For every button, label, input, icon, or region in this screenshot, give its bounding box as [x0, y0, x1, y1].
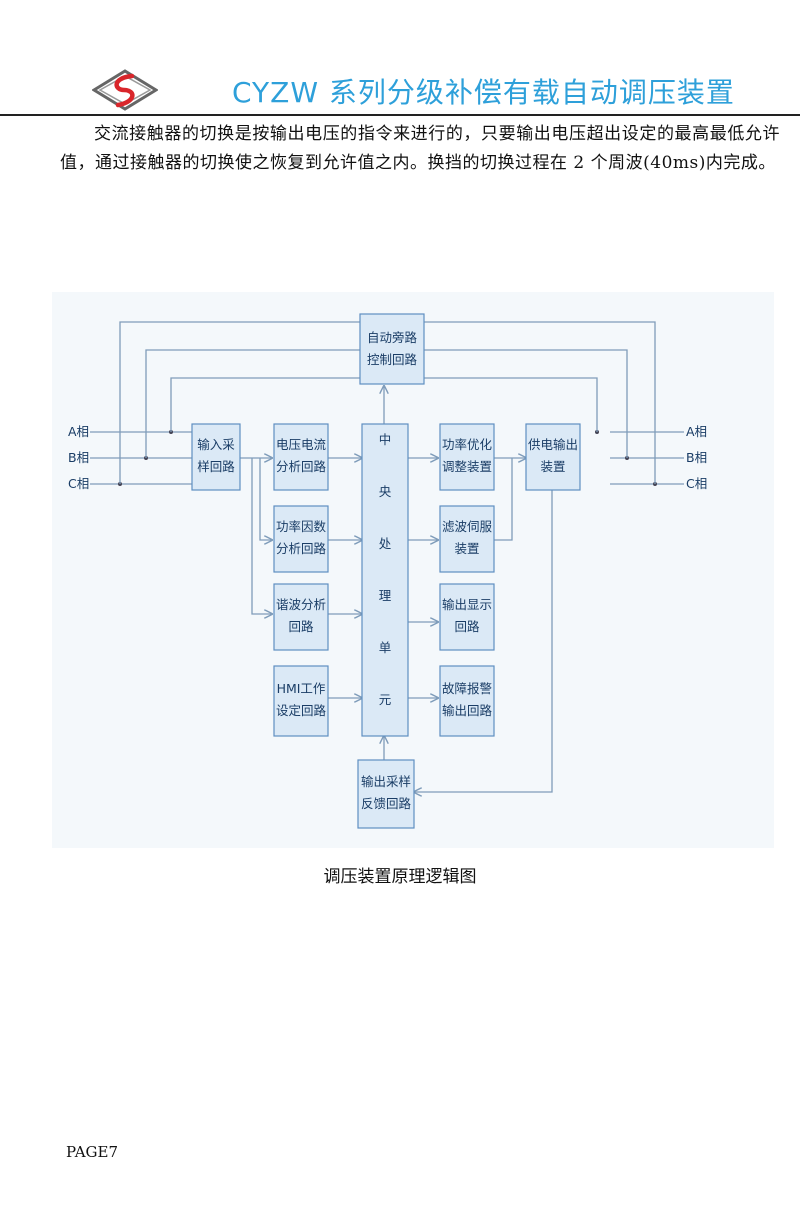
diagram-caption: 调压装置原理逻辑图 [323, 867, 477, 887]
svg-text:设定回路: 设定回路 [276, 703, 327, 718]
svg-text:分析回路: 分析回路 [276, 541, 327, 556]
input-phase-a-label: A相 [68, 424, 89, 439]
svg-text:处: 处 [379, 536, 392, 551]
voltage-current-analysis-block: 电压电流 分析回路 [273, 423, 329, 491]
harmonic-analysis-block: 谐波分析 回路 [273, 583, 329, 651]
svg-text:装置: 装置 [454, 541, 479, 556]
voltage-regulator-logic-diagram: 自动旁路 控制回路 输入采 样回路 电压电流 分析回路 功率因数 分析回路 谐波… [52, 292, 774, 848]
page-number: PAGE7 [66, 1143, 119, 1161]
output-feedback-block: 输出采样 反馈回路 [357, 759, 415, 829]
svg-text:供电输出: 供电输出 [528, 437, 578, 452]
svg-text:装置: 装置 [540, 459, 565, 474]
bypass-loop-lines [119, 321, 656, 484]
input-phase-lines [90, 430, 192, 486]
svg-text:故障报警: 故障报警 [442, 681, 492, 696]
input-phase-c-label: C相 [68, 476, 89, 491]
svg-text:单: 单 [379, 640, 392, 655]
input-sampling-block: 输入采 样回路 [191, 423, 241, 491]
svg-text:理: 理 [379, 588, 392, 603]
document-title: CYZW 系列分级补偿有载自动调压装置 [232, 76, 735, 109]
svg-text:控制回路: 控制回路 [367, 352, 418, 367]
svg-text:元: 元 [379, 692, 392, 707]
output-phase-lines [595, 430, 684, 486]
body-paragraph: 交流接触器的切换是按输出电压的指令来进行的，只要输出电压超出设定的最高最低允许值… [60, 124, 780, 173]
filter-servo-block: 滤波伺服 装置 [439, 505, 495, 573]
output-phase-a-label: A相 [686, 424, 707, 439]
svg-text:滤波伺服: 滤波伺服 [442, 519, 493, 534]
svg-text:分析回路: 分析回路 [276, 459, 327, 474]
header-rule [0, 114, 800, 116]
svg-text:输入采: 输入采 [197, 437, 235, 452]
svg-text:输出回路: 输出回路 [442, 703, 493, 718]
svg-text:调整装置: 调整装置 [442, 459, 492, 474]
power-optimization-block: 功率优化 调整装置 [439, 423, 495, 491]
bypass-control-block: 自动旁路 控制回路 [359, 313, 425, 385]
hmi-setting-block: HMI工作 设定回路 [273, 665, 329, 737]
svg-text:功率因数: 功率因数 [276, 519, 327, 534]
diamond-s-logo-icon [92, 69, 158, 111]
power-factor-analysis-block: 功率因数 分析回路 [273, 505, 329, 573]
svg-text:功率优化: 功率优化 [442, 437, 493, 452]
svg-text:谐波分析: 谐波分析 [276, 597, 326, 612]
svg-text:反馈回路: 反馈回路 [361, 796, 412, 811]
svg-text:自动旁路: 自动旁路 [367, 330, 418, 345]
svg-text:回路: 回路 [288, 619, 314, 634]
cpu-output-connections [384, 458, 553, 792]
fault-alarm-block: 故障报警 输出回路 [439, 665, 495, 737]
central-processing-unit-block: 中 央 处 理 单 元 [361, 423, 409, 737]
sampling-connections [240, 458, 362, 698]
output-phase-c-label: C相 [686, 476, 707, 491]
svg-text:中: 中 [379, 432, 392, 447]
svg-text:央: 央 [379, 484, 392, 499]
svg-text:回路: 回路 [454, 619, 480, 634]
input-phase-b-label: B相 [68, 450, 89, 465]
svg-text:样回路: 样回路 [197, 459, 235, 474]
output-phase-b-label: B相 [686, 450, 707, 465]
page-header: CYZW 系列分级补偿有载自动调压装置 [0, 60, 800, 118]
svg-text:HMI工作: HMI工作 [277, 681, 326, 696]
svg-text:输出显示: 输出显示 [442, 597, 492, 612]
output-display-block: 输出显示 回路 [439, 583, 495, 651]
svg-text:输出采样: 输出采样 [361, 774, 411, 789]
svg-text:电压电流: 电压电流 [276, 437, 327, 452]
supply-output-block: 供电输出 装置 [525, 423, 581, 491]
